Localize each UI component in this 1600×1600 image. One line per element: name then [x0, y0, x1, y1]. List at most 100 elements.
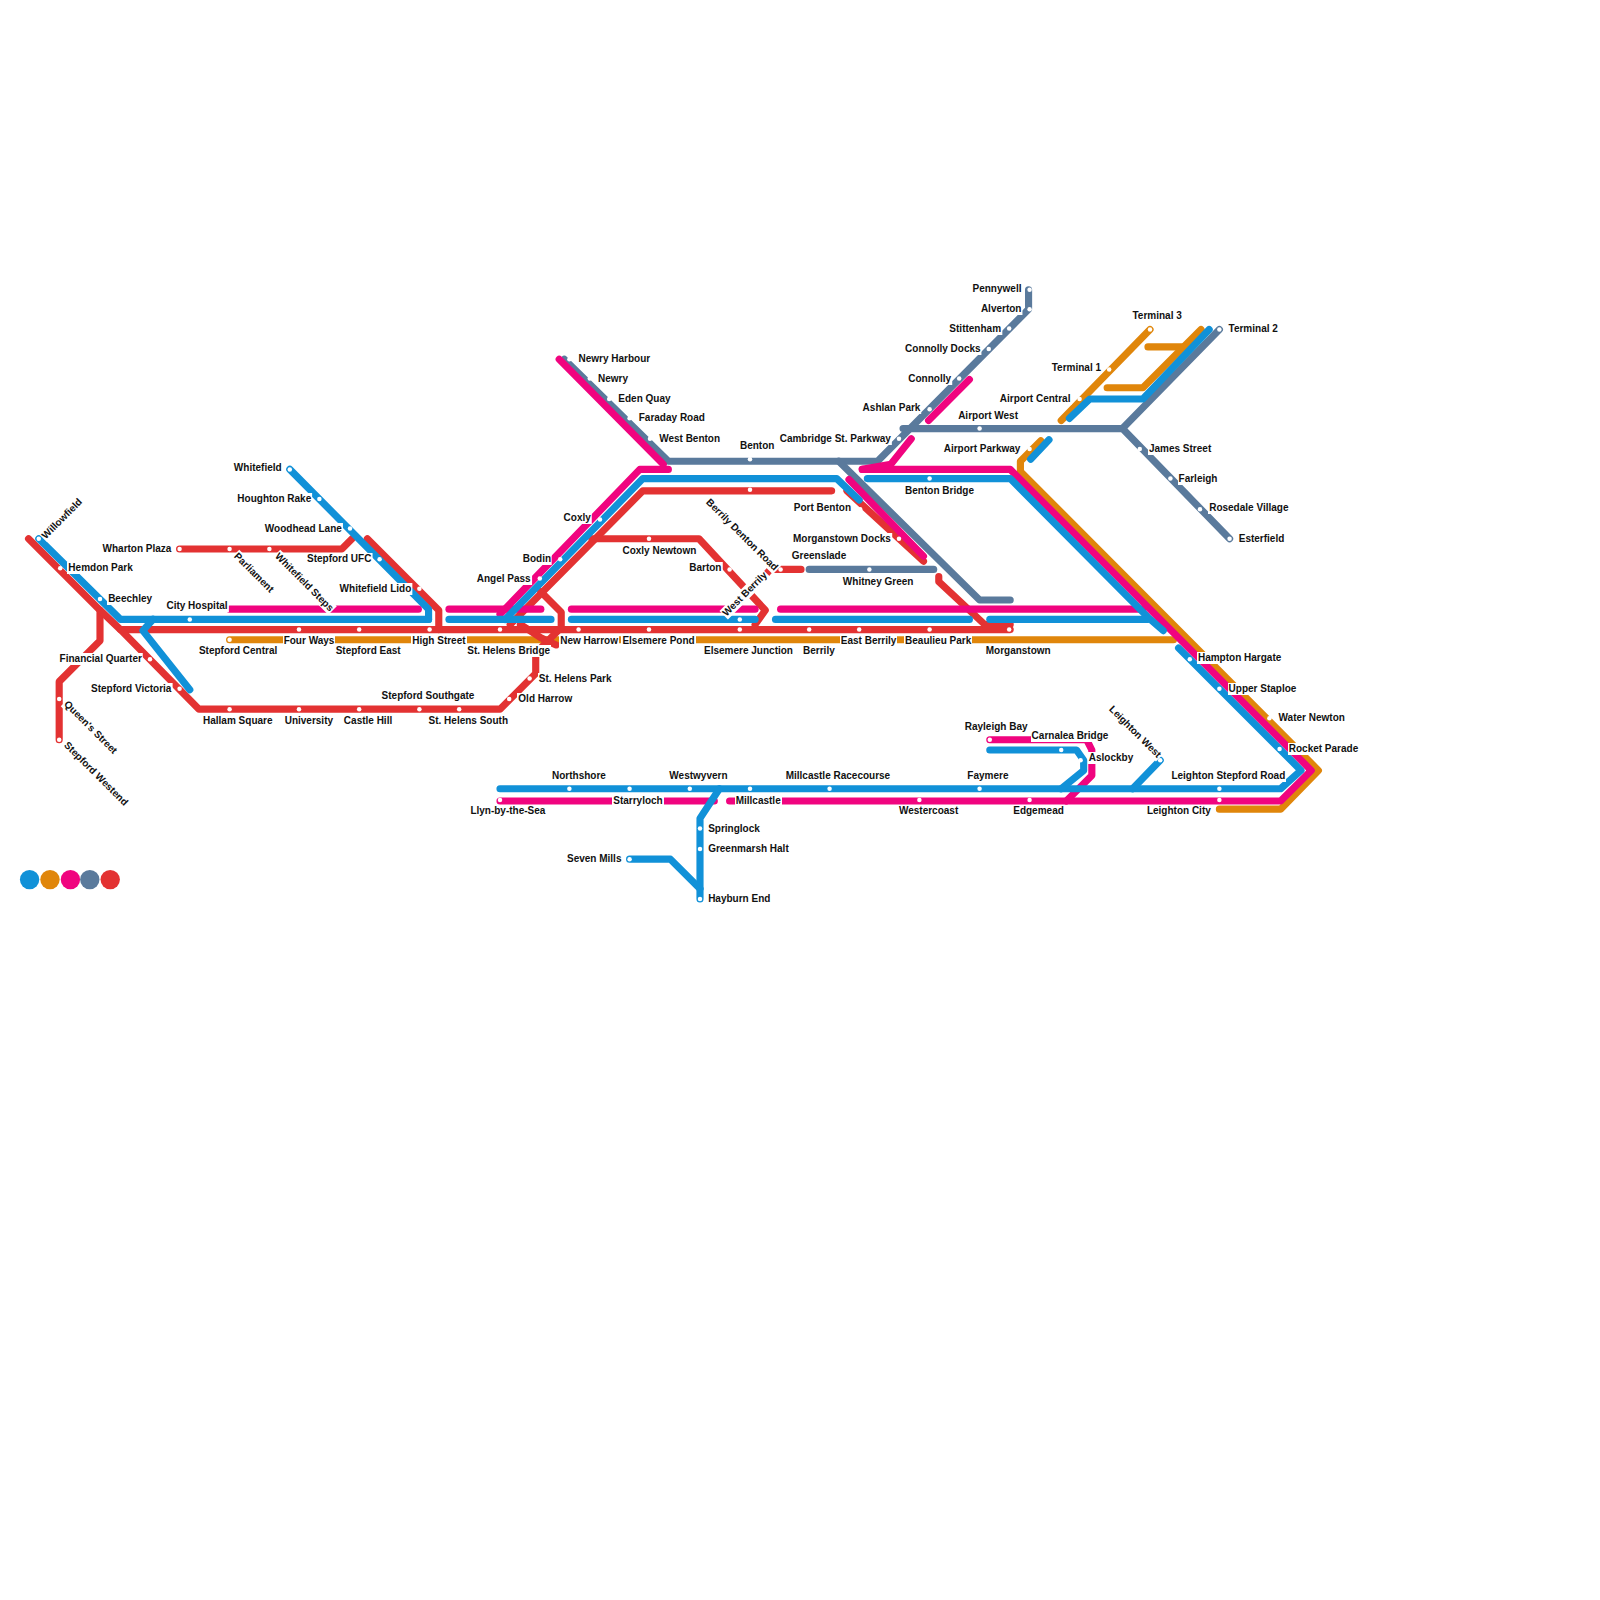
- station-dot: [1027, 307, 1031, 311]
- station-label: Leighton City: [1146, 805, 1212, 817]
- station-label: Hampton Hargate: [1197, 652, 1282, 664]
- station-dot: [1007, 326, 1011, 330]
- station-label: Angel Pass: [476, 573, 532, 585]
- station-dot: [457, 707, 461, 711]
- metro-line: [449, 606, 541, 613]
- station-label: Terminal 2: [1228, 323, 1279, 335]
- station-dot: [927, 476, 931, 480]
- metro-line: [1031, 440, 1049, 459]
- station-label: Esterfield: [1238, 533, 1286, 545]
- station-dot: [778, 567, 782, 571]
- station-label: Seven Mills: [566, 853, 622, 865]
- station-dot: [738, 617, 742, 621]
- station-dot: [348, 526, 352, 530]
- station-dot: [148, 657, 152, 661]
- station-label: Financial Quarter: [59, 653, 143, 665]
- station-dot: [688, 787, 692, 791]
- station-dot: [58, 566, 62, 570]
- station-label: Woodhead Lane: [264, 523, 343, 535]
- station-label: Leighton Stepford Road: [1170, 770, 1286, 782]
- station-label: East Berrily: [840, 635, 898, 647]
- station-dot: [98, 597, 102, 601]
- station-label: Elsemere Pond: [621, 635, 695, 647]
- station-label: Aslockby: [1088, 752, 1134, 764]
- station-label: Coxly: [563, 512, 592, 524]
- station-label: Airport Parkway: [943, 443, 1022, 455]
- station-label: Carnalea Bridge: [1031, 730, 1110, 742]
- station-dot: [607, 397, 611, 401]
- station-dot: [748, 488, 752, 492]
- station-label: Cambridge St. Parkway: [779, 433, 892, 445]
- station-dot: [627, 787, 631, 791]
- station-label: Connolly: [907, 373, 952, 385]
- station-label: Parliament: [230, 550, 276, 596]
- station-dot: [1277, 747, 1281, 751]
- station-label: Farleigh: [1178, 473, 1219, 485]
- station-dot: [177, 547, 181, 551]
- station-label: James Street: [1148, 443, 1212, 455]
- station-label: Whitefield: [233, 462, 283, 474]
- station-dot: [1107, 367, 1111, 371]
- station-label: Stittenham: [948, 323, 1002, 335]
- route-group: [20, 288, 1318, 902]
- station-dot: [37, 537, 41, 541]
- station-dot: [567, 787, 571, 791]
- metro-line: [500, 797, 714, 804]
- station-label: Old Harrow: [517, 693, 573, 705]
- line-key-dot: [61, 870, 80, 889]
- station-dot: [427, 627, 431, 631]
- station-label: Llyn-by-the-Sea: [469, 805, 546, 817]
- station-label: Hayburn End: [707, 893, 771, 905]
- station-dot: [627, 857, 631, 861]
- station-dot: [957, 376, 961, 380]
- station-dot: [977, 787, 981, 791]
- station-dot: [807, 627, 811, 631]
- metro-line: [630, 859, 700, 889]
- station-dot: [267, 547, 271, 551]
- station-label: Airport Central: [999, 393, 1072, 405]
- station-dot: [1168, 476, 1172, 480]
- metro-line: [505, 479, 859, 620]
- metro-line: [180, 539, 352, 549]
- station-label: Airport West: [957, 410, 1019, 422]
- station-dot: [647, 537, 651, 541]
- station-dot: [897, 437, 901, 441]
- station-dot: [738, 627, 742, 631]
- station-label: Rocket Parade: [1288, 743, 1359, 755]
- station-label: Hemdon Park: [67, 562, 133, 574]
- station-dot: [288, 467, 292, 471]
- station-dot: [698, 897, 702, 901]
- station-dot: [1138, 447, 1142, 451]
- station-label: Morganstown Docks: [792, 533, 892, 545]
- metro-line: [1148, 343, 1184, 350]
- station-dot: [727, 567, 731, 571]
- station-dot: [1158, 758, 1162, 762]
- station-dot: [357, 707, 361, 711]
- station-dot: [1059, 748, 1063, 752]
- station-label: Greenmarsh Halt: [707, 843, 790, 855]
- line-key-dot: [101, 870, 120, 889]
- metro-line: [776, 616, 970, 623]
- station-label: Barton: [688, 562, 722, 574]
- station-label: West Benton: [658, 433, 721, 445]
- station-label: Rayleigh Bay: [964, 721, 1029, 733]
- station-label: Beaulieu Park: [904, 635, 972, 647]
- station-label: Springlock: [707, 823, 761, 835]
- station-label: Water Newton: [1278, 712, 1346, 724]
- metro-line: [143, 619, 190, 689]
- station-label: High Street: [411, 635, 466, 647]
- station-dot: [598, 517, 602, 521]
- station-dot: [188, 617, 192, 621]
- station-label: Newry: [597, 373, 629, 385]
- station-dot: [297, 707, 301, 711]
- station-dot: [748, 457, 752, 461]
- station-dot: [417, 587, 421, 591]
- station-dot: [917, 798, 921, 802]
- station-label: Westercoast: [898, 805, 959, 817]
- station-dot: [538, 576, 542, 580]
- station-dot: [177, 687, 181, 691]
- station-label: Benton: [739, 440, 775, 452]
- station-dot: [827, 787, 831, 791]
